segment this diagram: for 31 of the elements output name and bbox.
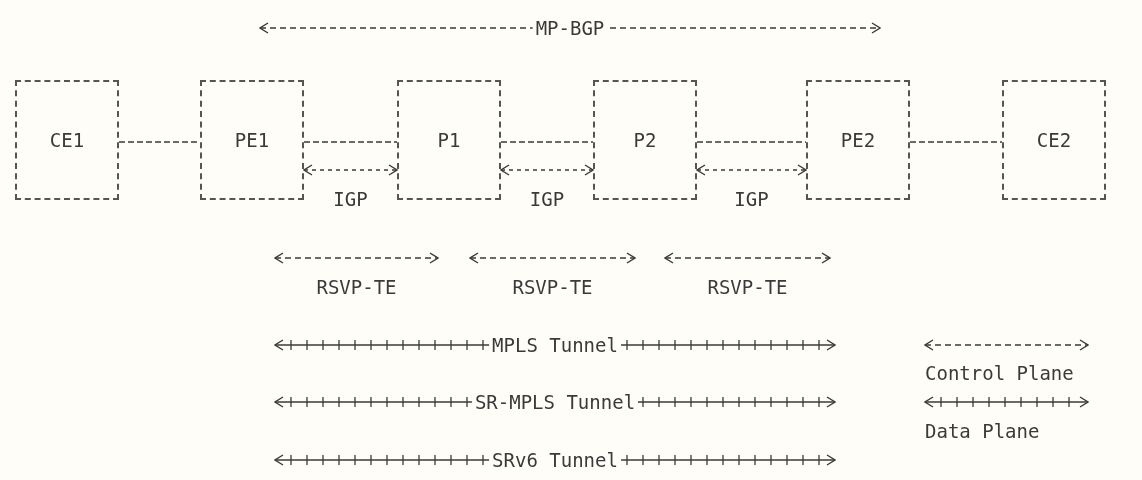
connector-line [696,141,807,143]
protocol-label: SR-MPLS Tunnel [471,392,639,412]
node-label: P1 [437,127,461,153]
protocol-label: RSVP-TE [315,277,398,297]
protocol-label: SRv6 Tunnel [489,450,621,470]
node-label: PE2 [840,127,876,153]
protocol-label: MP-BGP [532,18,608,38]
legend-text: Data Plane [925,421,1040,441]
edge-label: IGP [529,189,565,209]
legend-text: Control Plane [925,363,1074,383]
double-arrow [696,164,807,176]
node-box [200,80,304,200]
protocol-label: MPLS Tunnel [489,335,621,355]
node-box [806,80,910,200]
node-box [397,80,501,200]
connector-line [500,141,594,143]
node-box [1002,80,1106,200]
double-arrow [303,164,398,176]
connector-line [303,141,398,143]
protocol-label: RSVP-TE [511,277,594,297]
node-box [15,80,119,200]
protocol-label: RSVP-TE [706,277,789,297]
edge-label: IGP [734,189,769,209]
node-label: CE1 [49,127,85,153]
node-label: P2 [633,127,657,153]
double-arrow [500,164,594,176]
node-label: CE2 [1036,127,1072,153]
edge-label: IGP [333,189,368,209]
connector-line [909,141,1003,143]
node-label: PE1 [234,127,270,153]
node-box [593,80,697,200]
